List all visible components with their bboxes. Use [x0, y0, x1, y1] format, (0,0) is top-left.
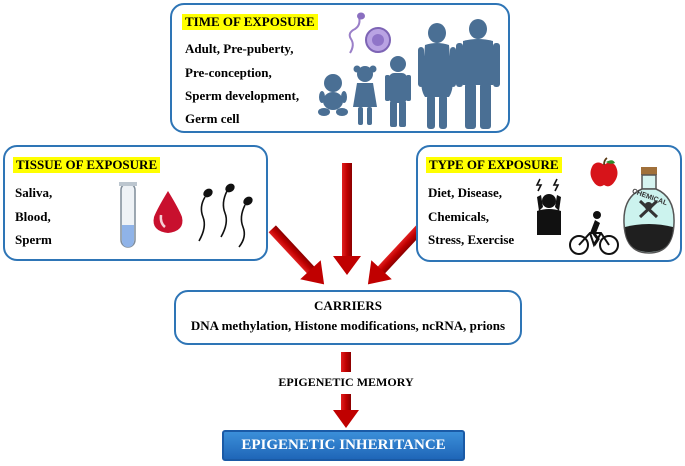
test-tube-icon [119, 182, 137, 248]
type-line-1: Diet, Disease, [428, 185, 503, 200]
tissue-of-exposure-box: TISSUE OF EXPOSURE Saliva, Blood, Sperm [3, 145, 268, 261]
sperm-egg-icon [348, 12, 391, 54]
time-line-4: Germ cell [185, 111, 240, 126]
arrow-memory-to-inheritance [333, 394, 359, 428]
woman-icon [418, 23, 456, 129]
boy-icon [385, 56, 411, 127]
type-line-2: Chemicals, [428, 209, 490, 224]
cyclist-icon [569, 211, 619, 255]
baby-icon [318, 74, 348, 116]
time-line-1: Adult, Pre-puberty, [185, 41, 294, 56]
time-line-3: Sperm development, [185, 88, 300, 103]
epigenetic-inheritance-box: EPIGENETIC INHERITANCE [222, 430, 465, 461]
family-silhouettes [318, 19, 500, 129]
apple-icon [590, 157, 618, 187]
man-icon [456, 19, 500, 129]
carriers-subtitle: DNA methylation, Histone modifications, … [190, 318, 506, 333]
time-of-exposure-title: TIME OF EXPOSURE [182, 14, 318, 30]
carriers-title: CARRIERS [314, 298, 382, 313]
time-line-2: Pre-conception, [185, 65, 272, 80]
tissue-of-exposure-title: TISSUE OF EXPOSURE [13, 157, 161, 173]
arrow-type-to-carriers [367, 225, 424, 285]
arrow-time-to-carriers [333, 163, 361, 275]
type-of-exposure-title: TYPE OF EXPOSURE [426, 157, 562, 173]
type-line-3: Stress, Exercise [428, 232, 515, 247]
chemical-flask-icon: CHEMICAL [623, 167, 675, 254]
type-of-exposure-box: TYPE OF EXPOSURE Diet, Disease, Chemical… [416, 145, 682, 262]
tissue-line-3: Sperm [15, 232, 52, 247]
tissue-line-1: Saliva, [15, 185, 53, 200]
arrow-carriers-to-memory [341, 352, 351, 372]
sperm-icon [198, 183, 253, 248]
tissue-line-2: Blood, [15, 209, 51, 224]
carriers-box: CARRIERS DNA methylation, Histone modifi… [174, 290, 522, 345]
time-of-exposure-box: TIME OF EXPOSURE Adult, Pre-puberty, Pre… [170, 3, 510, 133]
blood-drop-icon [153, 191, 183, 233]
girl-icon [353, 65, 377, 125]
stressed-person-icon [535, 178, 561, 235]
arrow-tissue-to-carriers [268, 225, 325, 285]
epigenetic-memory-label: EPIGENETIC MEMORY [278, 375, 414, 389]
